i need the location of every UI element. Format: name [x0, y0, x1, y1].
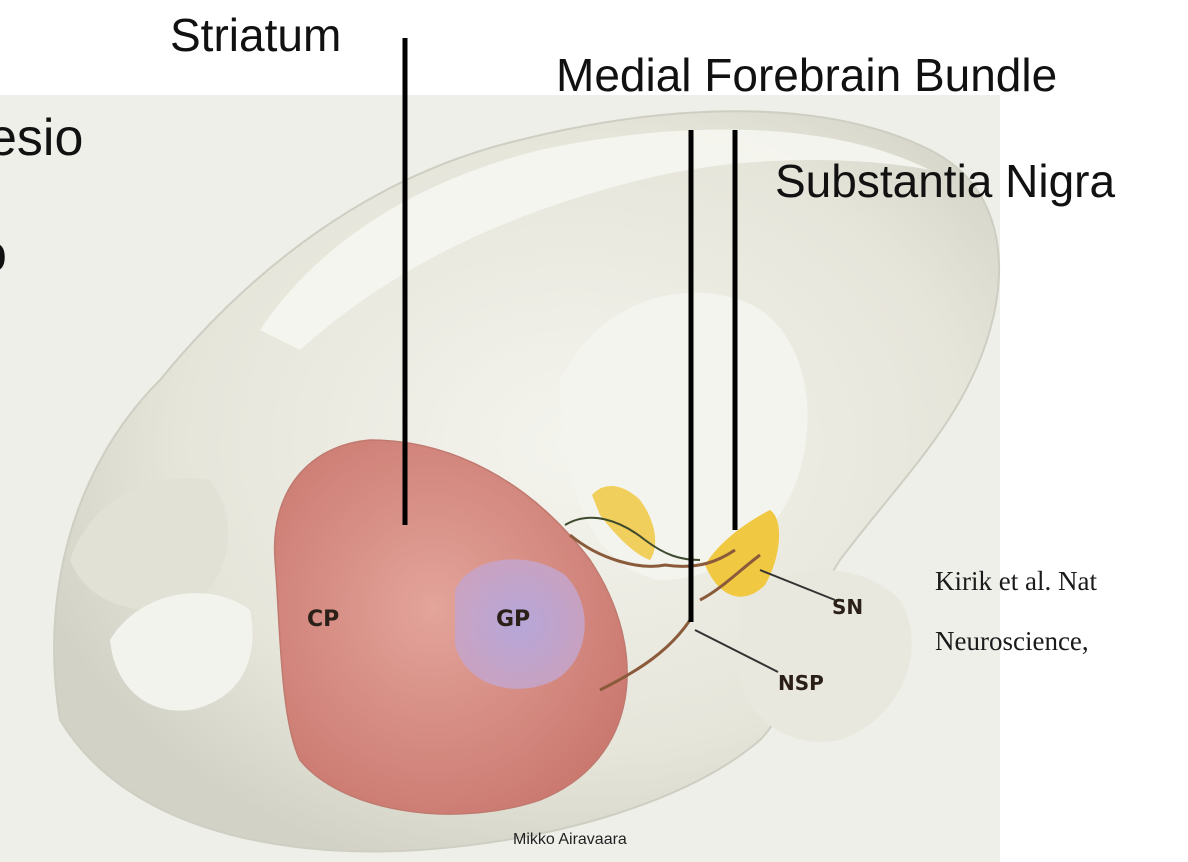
sn-label: SN [832, 595, 863, 619]
cut-text-line-1: esio [0, 112, 83, 164]
striatum-title: Striatum [170, 12, 341, 58]
footer-author: Mikko Airavaara [513, 832, 627, 848]
nsp-label: NSP [778, 671, 824, 695]
cut-text-line-2: o [0, 228, 7, 280]
sn-title: Substantia Nigra [775, 158, 1115, 204]
cp-label: CP [307, 607, 339, 632]
citation-line-2: Neuroscience, [935, 628, 1089, 655]
citation-line-1: Kirik et al. Nat [935, 568, 1097, 595]
gp-label: GP [496, 607, 530, 632]
mfb-title: Medial Forebrain Bundle [556, 52, 1057, 98]
